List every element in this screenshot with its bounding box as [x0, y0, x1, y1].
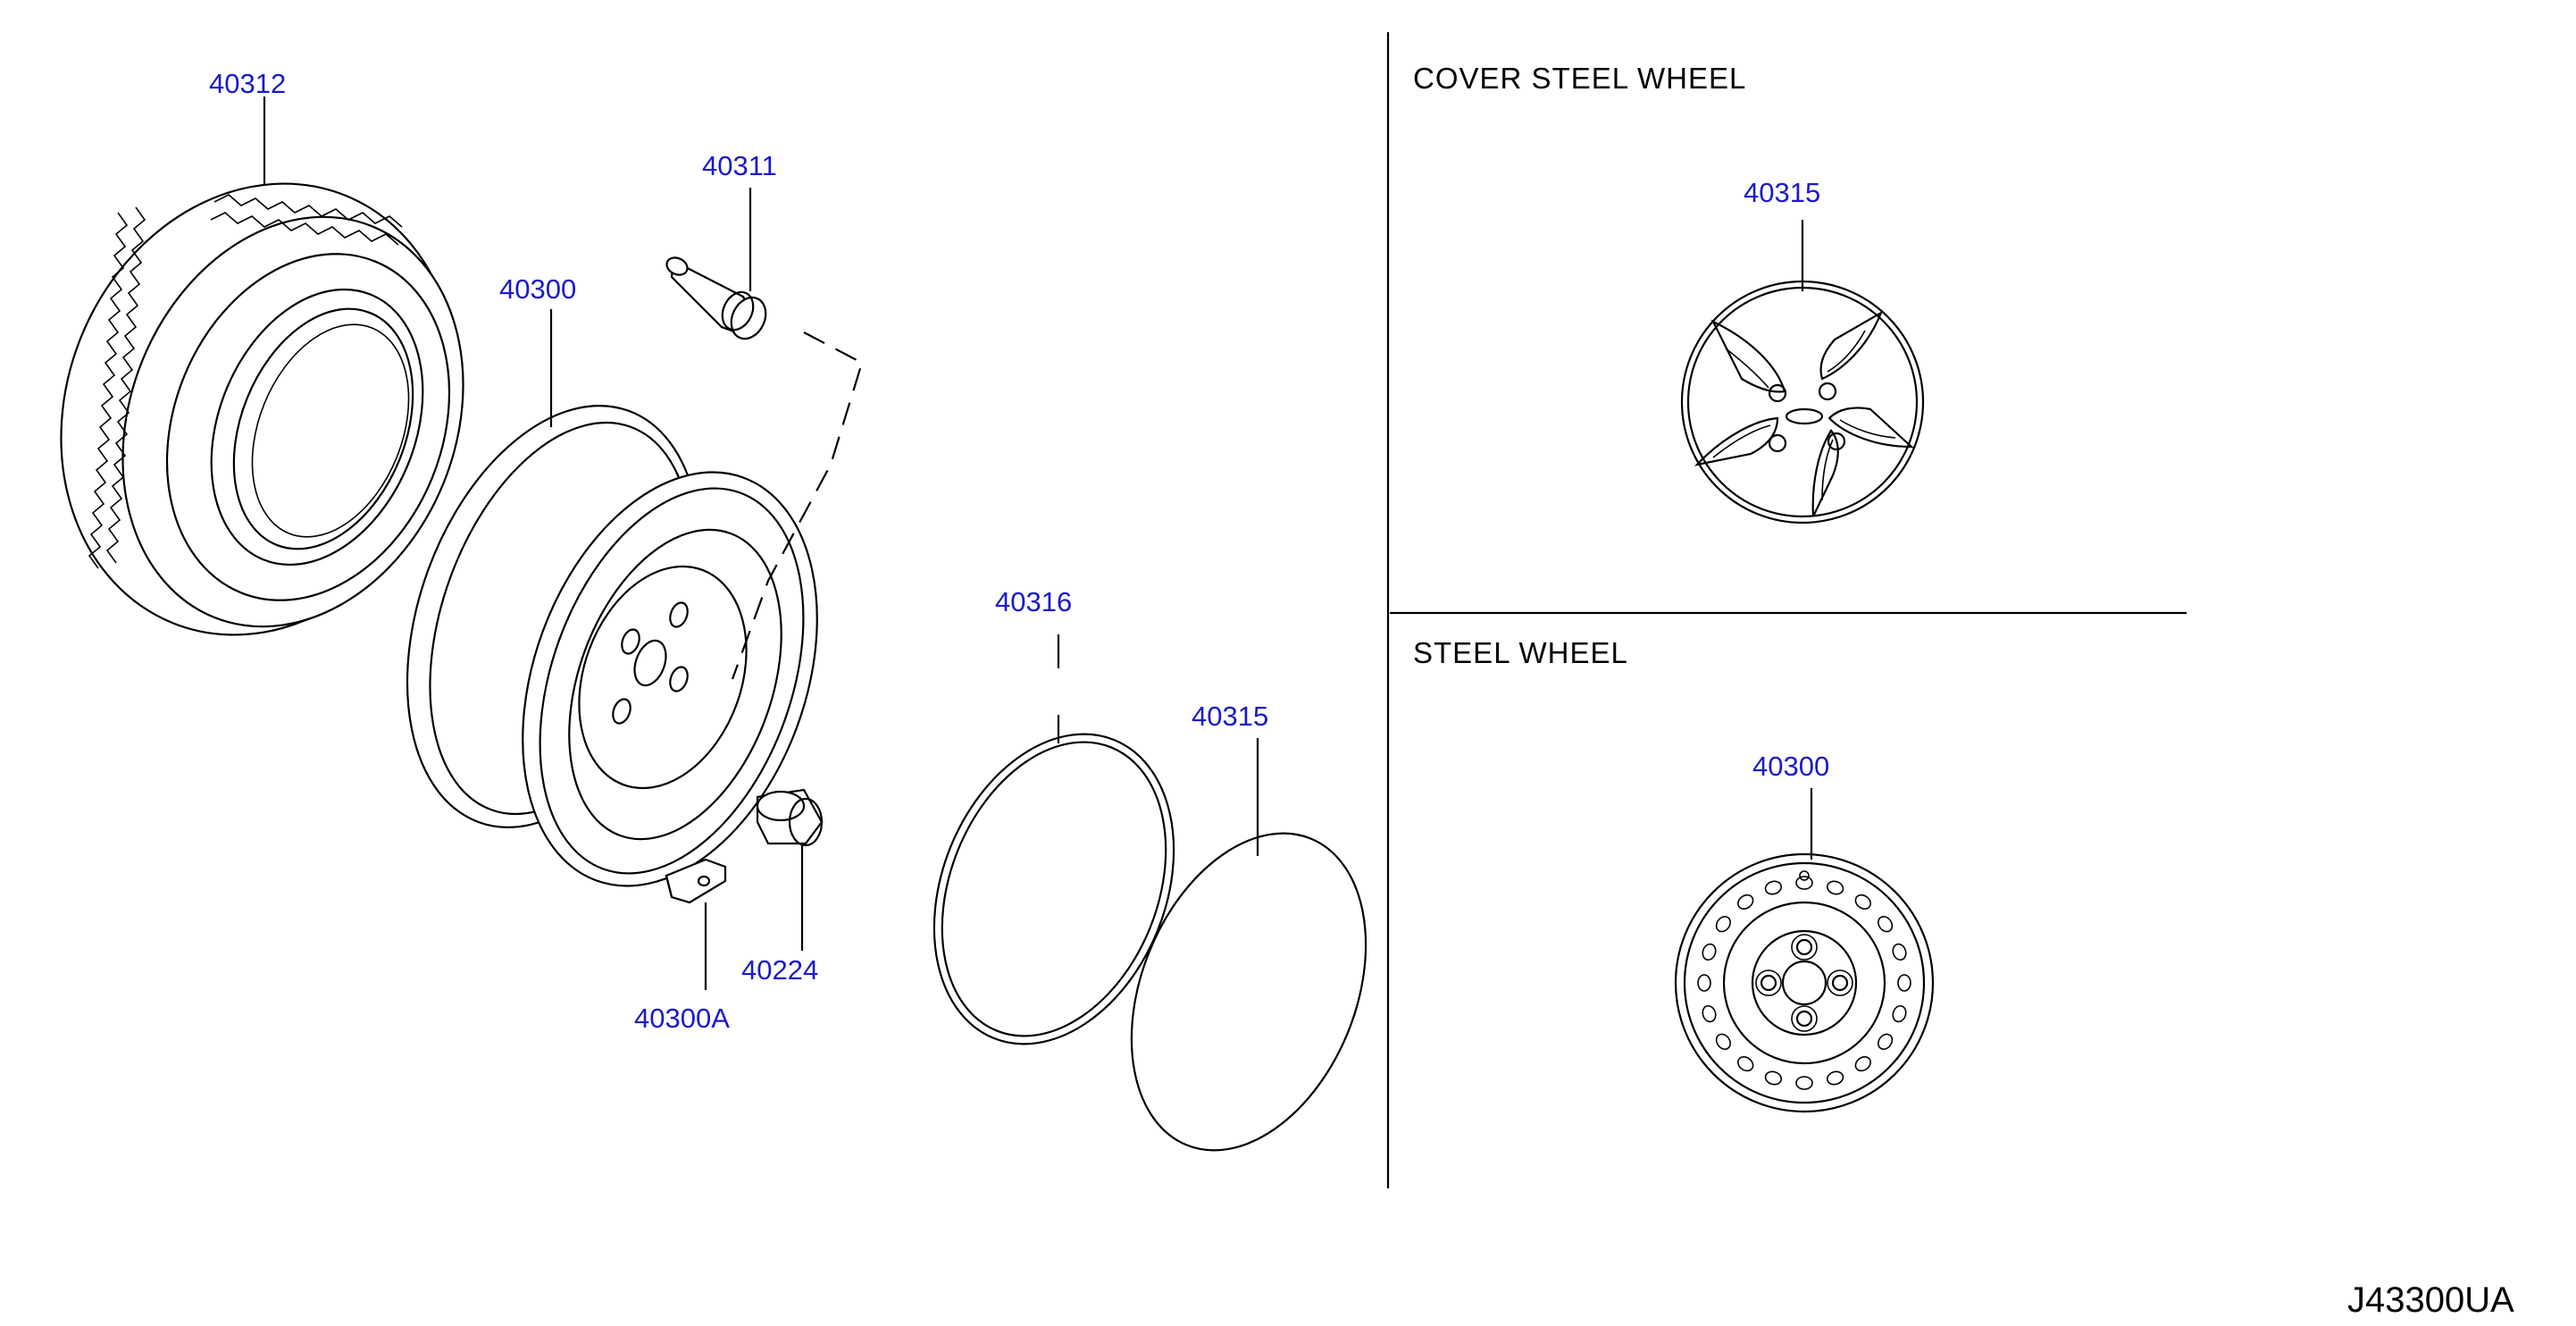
vent-hole — [1715, 916, 1731, 933]
vent-holes — [1697, 876, 1911, 1090]
balance-weight-illustration — [665, 858, 727, 904]
ring-illustration — [933, 733, 1175, 1045]
lug-hole — [1760, 974, 1777, 992]
vent-hole — [1892, 1004, 1907, 1023]
vent-hole — [1826, 1070, 1844, 1086]
section-title-cover-steel-wheel: COVER STEEL WHEEL — [1413, 62, 1746, 95]
vent-hole — [1737, 1056, 1754, 1072]
lug-boss — [1827, 969, 1853, 996]
vent-hole — [1897, 974, 1911, 992]
vent-hole — [1878, 1033, 1894, 1050]
part-label-tire: 40312 — [209, 68, 286, 99]
part-label-cover: 40315 — [1192, 701, 1268, 732]
lug-boss — [1791, 1005, 1818, 1032]
section-title-steel-wheel: STEEL WHEEL — [1413, 636, 1628, 669]
tire-illustration — [60, 182, 464, 636]
vent-hole — [1764, 880, 1783, 895]
vent-hole — [1854, 1056, 1871, 1072]
steel-wheel-detail — [1674, 852, 1935, 1113]
vent-hole — [1715, 1033, 1731, 1050]
lug-boss — [1755, 969, 1782, 996]
lug-hole — [1831, 974, 1849, 992]
cover-disk-illustration — [1130, 832, 1367, 1152]
lug-holes — [1755, 934, 1853, 1032]
vent-hole — [1878, 916, 1894, 933]
wheel-cover-detail — [1680, 280, 1925, 525]
vent-hole — [1795, 1076, 1813, 1090]
part-label-valve: 40311 — [702, 150, 777, 181]
vent-hole — [1764, 1070, 1783, 1086]
vent-hole — [1892, 943, 1907, 961]
vent-hole — [1737, 894, 1754, 910]
valve-illustration — [665, 256, 767, 340]
part-label-weight: 40300A — [634, 1003, 730, 1034]
lug-boss — [1791, 934, 1818, 961]
vent-hole — [1826, 880, 1844, 895]
vent-hole — [1702, 1004, 1717, 1023]
diagram-code: J43300UA — [2347, 1280, 2514, 1320]
wheel-nut-illustration — [756, 788, 824, 847]
vent-hole — [1697, 974, 1711, 992]
valve-dashed-line — [731, 332, 864, 680]
part-label-cover-detail: 40315 — [1744, 177, 1820, 208]
vent-hole — [1795, 876, 1813, 890]
vent-hole — [1702, 943, 1717, 961]
lug-hole — [1795, 1010, 1813, 1028]
lug-hole — [1795, 938, 1813, 956]
part-label-wheel: 40300 — [499, 273, 576, 305]
part-label-ring: 40316 — [995, 586, 1072, 617]
vent-hole — [1854, 894, 1871, 910]
wheel-illustration — [406, 405, 818, 887]
part-label-nut: 40224 — [741, 954, 818, 986]
part-label-wheel-detail: 40300 — [1752, 751, 1829, 782]
